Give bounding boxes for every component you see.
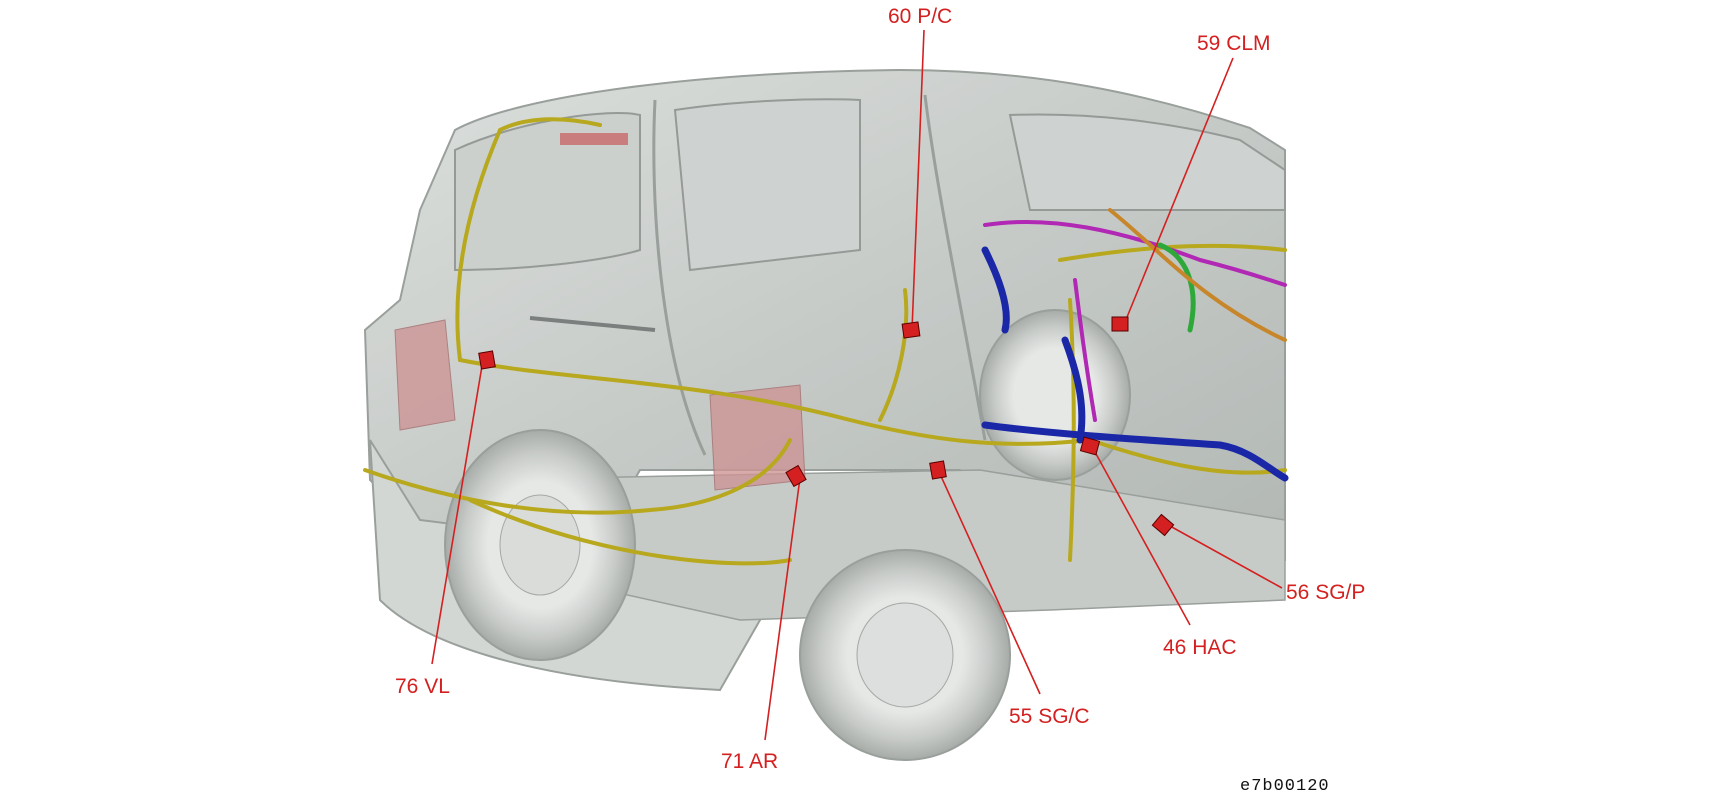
harness-magenta-drop bbox=[1073, 278, 1097, 422]
callout-label-56: 56 SG/P bbox=[1286, 581, 1366, 604]
leader-line-55 bbox=[939, 473, 1041, 695]
callout-label-55: 55 SG/C bbox=[1009, 705, 1090, 728]
leader-line-59 bbox=[1124, 57, 1234, 323]
leader-line-46 bbox=[1094, 451, 1191, 626]
side-window-rear bbox=[673, 98, 861, 272]
connector-marker-55[interactable] bbox=[929, 460, 947, 480]
brake-lamp bbox=[560, 133, 628, 145]
harness-blue-main bbox=[981, 421, 1289, 482]
harness-green bbox=[1157, 242, 1196, 333]
harness-roof-branch bbox=[455, 128, 502, 362]
callout-label-76: 76 VL bbox=[395, 675, 450, 698]
harness-magenta-main bbox=[983, 219, 1287, 287]
tail-lamp-left bbox=[394, 319, 456, 431]
connector-marker-76[interactable] bbox=[478, 350, 496, 370]
rear-wiper bbox=[529, 316, 656, 332]
harness-blue bbox=[981, 246, 1289, 482]
harness-yellow bbox=[363, 117, 1287, 566]
callout-label-71: 71 AR bbox=[721, 750, 779, 773]
callout-leaders bbox=[431, 29, 1283, 741]
leader-line-56 bbox=[1169, 525, 1283, 589]
side-window-front bbox=[1008, 113, 1286, 211]
harness-green-main bbox=[1157, 242, 1196, 333]
inner-wheel bbox=[979, 309, 1131, 481]
harness-front bbox=[1088, 438, 1287, 475]
harness-pillar bbox=[878, 288, 909, 422]
callout-label-46: 46 HAC bbox=[1163, 636, 1237, 659]
harness-rear-lower bbox=[363, 438, 792, 515]
harness-body-side bbox=[458, 358, 1092, 446]
harness-down bbox=[1068, 298, 1076, 562]
leader-line-71 bbox=[764, 477, 801, 741]
harness-floor bbox=[468, 498, 792, 566]
connector-marker-56[interactable] bbox=[1151, 513, 1175, 537]
rear-window bbox=[454, 112, 641, 272]
harness-blue-upper bbox=[981, 246, 1010, 334]
callout-label-60: 60 P/C bbox=[888, 5, 953, 28]
rear-wheel-hub bbox=[856, 602, 954, 708]
connector-marker-59[interactable] bbox=[1111, 316, 1129, 332]
figure-code: e7b00120 bbox=[1240, 777, 1330, 796]
callout-label-59: 59 CLM bbox=[1197, 32, 1271, 55]
connector-marker-60[interactable] bbox=[901, 321, 921, 339]
door-pillar bbox=[923, 94, 987, 441]
harness-orange-main bbox=[1108, 208, 1287, 342]
leader-line-60 bbox=[911, 29, 925, 331]
harness-roof-top bbox=[498, 117, 602, 132]
connector-marker-46[interactable] bbox=[1079, 436, 1101, 456]
harness-blue-mid bbox=[1061, 336, 1086, 444]
hatch-edge bbox=[652, 99, 707, 456]
leader-line-76 bbox=[431, 359, 484, 665]
harness-orange bbox=[1108, 208, 1287, 342]
connector-marker-71[interactable] bbox=[785, 464, 807, 488]
harness-magenta bbox=[983, 219, 1287, 422]
